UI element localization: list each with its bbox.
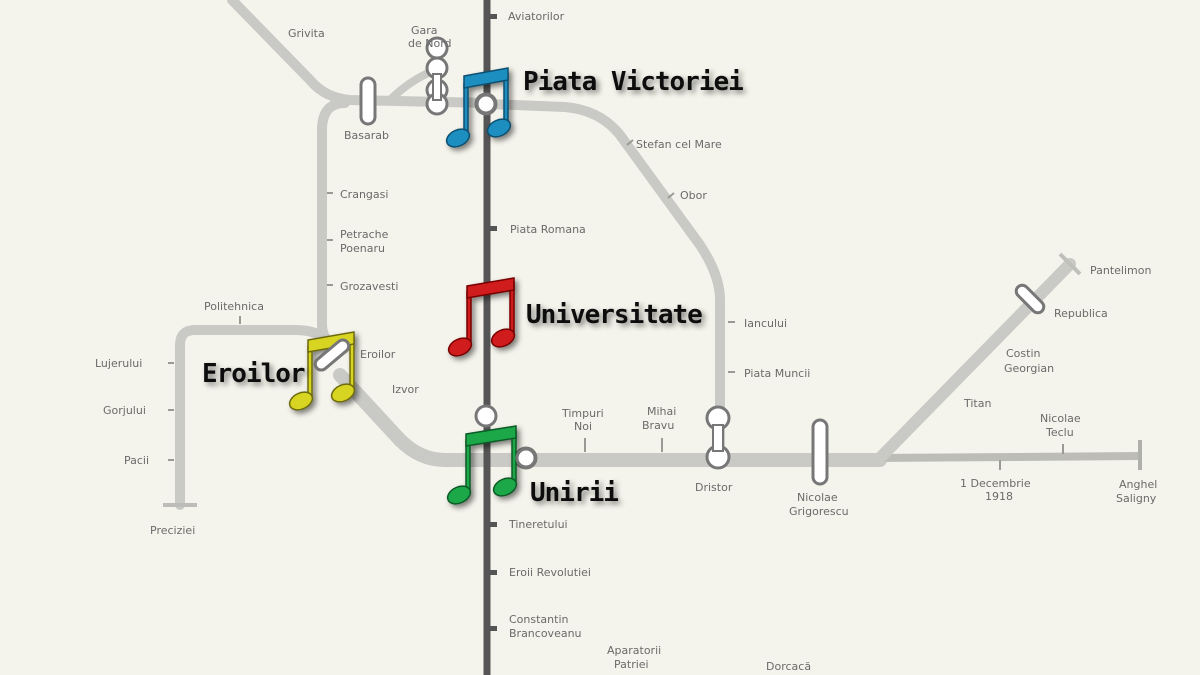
station-ticks bbox=[168, 139, 1064, 470]
station-1-decembrie-1918: 1 Decembrie bbox=[960, 477, 1031, 490]
station-dorcaca: Dorcacă bbox=[766, 660, 811, 673]
music-note-icon-yellow bbox=[288, 331, 356, 411]
station-titan: Titan bbox=[963, 397, 991, 410]
station-aviatorilor: Aviatorilor bbox=[508, 10, 565, 23]
music-note-icon-green bbox=[446, 425, 518, 505]
station-constantin-brancoveanu: Constantin bbox=[509, 613, 569, 626]
transfer-republica bbox=[1014, 283, 1046, 315]
label-eroilor: Eroilor bbox=[202, 359, 305, 389]
label-unirii: Unirii bbox=[530, 478, 618, 508]
station-mihai-bravu: Mihai bbox=[647, 405, 676, 418]
transfer-nicolae-grigorescu bbox=[811, 418, 829, 486]
station-basarab: Basarab bbox=[344, 129, 389, 142]
svg-text:Georgian: Georgian bbox=[1004, 362, 1054, 375]
svg-text:Grigorescu: Grigorescu bbox=[789, 505, 849, 518]
station-preciziei: Preciziei bbox=[150, 524, 195, 537]
station-stefan-cel-mare: Stefan cel Mare bbox=[636, 138, 722, 151]
svg-text:de Nord: de Nord bbox=[408, 37, 452, 50]
svg-text:Poenaru: Poenaru bbox=[340, 242, 385, 255]
station-pantelimon: Pantelimon bbox=[1090, 264, 1151, 277]
station-eroii-revolutiei: Eroii Revolutiei bbox=[509, 566, 591, 579]
main-line-ticks bbox=[490, 14, 497, 631]
line-grivita bbox=[227, 0, 492, 108]
line-saligny bbox=[879, 452, 1141, 462]
svg-text:Noi: Noi bbox=[574, 420, 592, 433]
station-anghel-saligny: Anghel bbox=[1119, 478, 1157, 491]
station-izvor: Izvor bbox=[392, 383, 419, 396]
station-crangasi: Crangasi bbox=[340, 188, 388, 201]
station-piata-muncii: Piata Muncii bbox=[744, 367, 810, 380]
station-obor: Obor bbox=[680, 189, 707, 202]
line-east-loop bbox=[482, 99, 725, 460]
station-grivita: Grivita bbox=[288, 27, 325, 40]
station-nicolae-grigorescu: Nicolae bbox=[797, 491, 838, 504]
svg-text:Teclu: Teclu bbox=[1045, 426, 1074, 439]
station-petrache-poenaru: Petrache bbox=[340, 228, 389, 241]
label-universitate: Universitate bbox=[526, 300, 702, 330]
svg-text:Brancoveanu: Brancoveanu bbox=[509, 627, 582, 640]
station-lujerului: Lujerului bbox=[95, 357, 142, 370]
station-pacii: Pacii bbox=[124, 454, 149, 467]
svg-text:Patriei: Patriei bbox=[614, 658, 649, 671]
station-labels: Grivita Gara de Nord Basarab Aviatorilor… bbox=[95, 10, 1157, 673]
line-left-vertical bbox=[317, 98, 350, 350]
label-piata-victoriei: Piata Victoriei bbox=[523, 67, 743, 97]
station-gorjului: Gorjului bbox=[103, 404, 146, 417]
station-eroilor-small: Eroilor bbox=[360, 348, 396, 361]
svg-text:Bravu: Bravu bbox=[642, 419, 674, 432]
music-note-icon-blue bbox=[445, 67, 512, 148]
line-pantelimon bbox=[874, 258, 1076, 464]
gray-lines bbox=[163, 0, 1142, 510]
station-nicolae-teclu: Nicolae bbox=[1040, 412, 1081, 425]
line-eroilor-unirii bbox=[333, 368, 887, 467]
station-tineretului: Tineretului bbox=[508, 518, 568, 531]
line-politehnica bbox=[175, 325, 325, 510]
station-piata-romana: Piata Romana bbox=[510, 223, 586, 236]
music-note-icon-red bbox=[447, 277, 516, 357]
transfer-basarab bbox=[359, 76, 377, 126]
transfer-unirii-a bbox=[474, 404, 498, 428]
station-iancului: Iancului bbox=[744, 317, 787, 330]
station-grozavesti: Grozavesti bbox=[340, 280, 398, 293]
station-aparatorii-patriei: Aparatorii bbox=[607, 644, 661, 657]
line-end-pantelimon bbox=[1058, 252, 1082, 276]
svg-text:1918: 1918 bbox=[985, 490, 1013, 503]
station-costin-georgian: Costin bbox=[1006, 347, 1041, 360]
station-dristor: Dristor bbox=[695, 481, 733, 494]
station-timpuri-noi: Timpuri bbox=[561, 407, 604, 420]
station-gara-de-nord: Gara bbox=[411, 24, 438, 37]
station-republica: Republica bbox=[1054, 307, 1108, 320]
station-politehnica: Politehnica bbox=[204, 300, 264, 313]
svg-text:Saligny: Saligny bbox=[1116, 492, 1157, 505]
